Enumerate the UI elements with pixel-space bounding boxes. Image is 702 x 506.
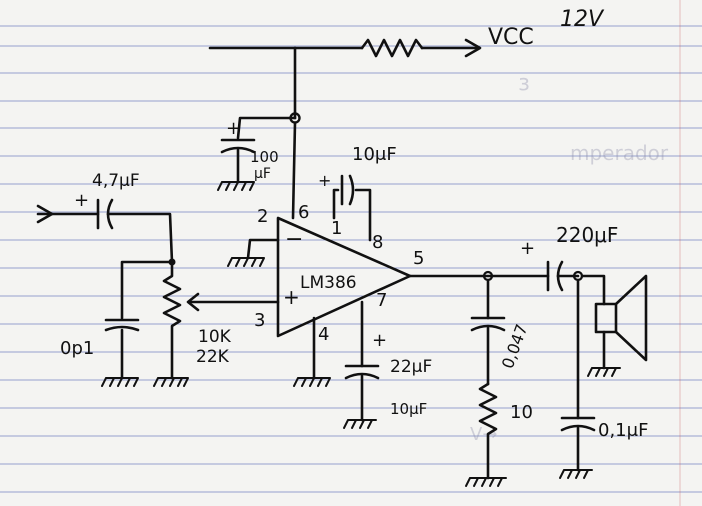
output-section: 0,047 10 + 220μF 0,1μF (408, 223, 648, 487)
c-input-label: 4,7μF (92, 171, 140, 191)
pin7-label: 7 (376, 290, 387, 311)
c-supply-unit: μF (254, 166, 271, 182)
ic-name-label: LM386 (300, 273, 357, 293)
c-input-plus: + (74, 190, 89, 211)
r-zobel-label: 10 (510, 402, 533, 423)
pot-alt-label: 22K (196, 347, 230, 367)
c-pin7-alt-label: 10μF (390, 400, 427, 418)
vcc-voltage-label: 12V (560, 7, 605, 32)
speaker-body (594, 302, 618, 334)
pin5-label: 5 (413, 248, 424, 269)
zobel-resistor (478, 382, 498, 480)
c-out-label: 220μF (556, 223, 618, 247)
pin8-label: 8 (372, 232, 383, 253)
c-bypass-label: 10μF (352, 144, 397, 165)
pot-label: 10K (198, 327, 232, 347)
potentiometer (162, 260, 182, 380)
pin1-label: 1 (331, 218, 342, 239)
opamp-minus: − (285, 227, 303, 252)
pin4-ground (293, 316, 331, 387)
vcc-arrow (464, 38, 482, 58)
c-pin7-label: 22μF (390, 357, 432, 377)
opamp-plus: + (283, 285, 300, 309)
c-out-plus: + (520, 238, 535, 259)
pin2-label: 2 (257, 206, 268, 227)
pin7-capacitor: + 22μF 10μF (343, 300, 432, 429)
vcc-label: VCC (488, 25, 534, 50)
pin6-label: 6 (298, 202, 309, 223)
lm386-ic: LM386 − + 2 6 1 8 5 7 4 3 (254, 202, 424, 345)
vcc-resistor (360, 38, 424, 58)
svg-text:ε: ε (518, 71, 530, 96)
pin2-ground (227, 238, 280, 267)
gain-capacitor: + 10μF (318, 144, 397, 242)
pin4-label: 4 (318, 324, 329, 345)
svg-text:mperador: mperador (570, 141, 669, 165)
pin3-label: 3 (254, 310, 265, 331)
c-supply-value: 100 (250, 148, 279, 166)
svg-text:V→: V→ (470, 424, 497, 445)
input-section: + 4,7μF 0p1 10K 22K (36, 171, 280, 387)
c-bypass-plus: + (318, 171, 331, 190)
c-supply-plus: + (226, 118, 241, 139)
input-arrow (36, 204, 54, 224)
speaker-cone (614, 274, 648, 362)
c-speaker-label: 0,1μF (598, 420, 648, 441)
c-left-label: 0p1 (60, 338, 94, 359)
vcc-supply: VCC 12V + 100 μF (208, 7, 605, 220)
c-pin7-plus: + (372, 330, 387, 351)
